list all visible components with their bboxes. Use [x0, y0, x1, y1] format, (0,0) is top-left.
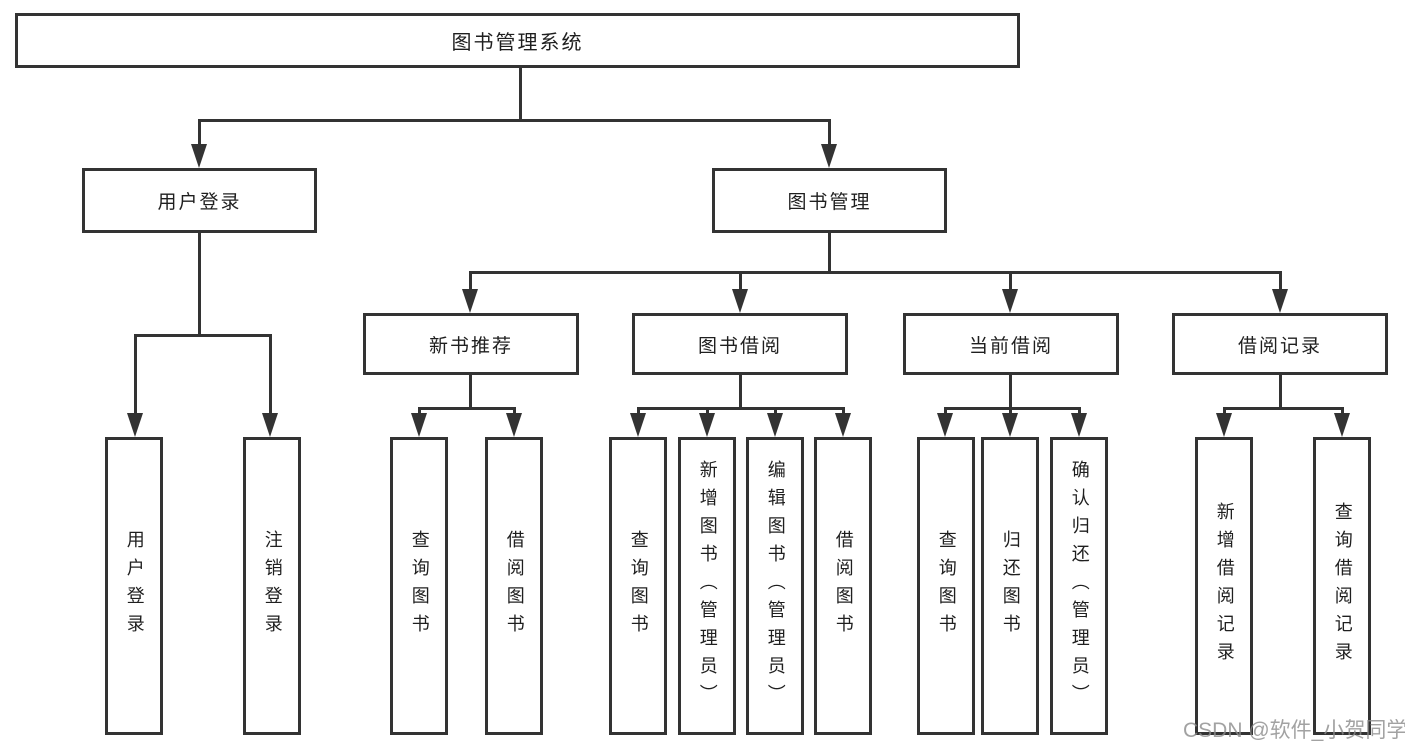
arrow-down-icon	[1216, 413, 1232, 437]
node-label: 查询图书	[936, 530, 957, 642]
arrow-down-icon	[1071, 413, 1087, 437]
connector-vline	[1278, 375, 1282, 408]
node-book-management: 图书管理	[712, 168, 947, 233]
connector-vline	[1340, 408, 1344, 416]
node-label: 编辑图书（管理员）	[765, 460, 786, 712]
connector-vline	[738, 375, 742, 409]
connector-vline	[1222, 408, 1226, 416]
connector-hline	[197, 118, 831, 122]
connector-vline	[1008, 408, 1012, 416]
arrow-down-icon	[1002, 289, 1018, 313]
watermark: CSDN @软件_小贺同学	[1183, 719, 1405, 742]
node-current-borrowing: 当前借阅	[903, 313, 1119, 375]
connector-vline	[1077, 408, 1081, 416]
arrow-down-icon	[506, 413, 522, 437]
node-label: 借阅记录	[1237, 335, 1322, 357]
connector-vline	[268, 335, 272, 416]
connector-vline	[841, 408, 845, 416]
connector-vline	[468, 272, 472, 292]
connector-vline	[943, 408, 947, 416]
leaf-confirm-return-admin: 确认归还（管理员）	[1050, 437, 1108, 735]
leaf-borrow-books-recommend: 借阅图书	[485, 437, 543, 735]
leaf-query-borrow-record: 查询借阅记录	[1313, 437, 1371, 735]
connector-vline	[1278, 272, 1282, 292]
connector-vline	[705, 408, 709, 416]
connector-hline	[133, 333, 272, 337]
arrow-down-icon	[1272, 289, 1288, 313]
leaf-query-books-current: 查询图书	[917, 437, 975, 735]
leaf-add-borrow-record: 新增借阅记录	[1195, 437, 1253, 735]
node-label: 用户登录	[157, 192, 242, 213]
arrow-down-icon	[191, 144, 207, 168]
arrow-down-icon	[732, 289, 748, 313]
node-label: 查询图书	[628, 530, 649, 642]
arrow-down-icon	[262, 413, 278, 437]
node-label: 新书推荐	[428, 335, 513, 357]
connector-vline	[827, 120, 831, 148]
arrow-down-icon	[699, 413, 715, 437]
connector-hline	[468, 270, 1282, 274]
arrow-down-icon	[1002, 413, 1018, 437]
leaf-user-login: 用户登录	[105, 437, 163, 735]
connector-hline	[943, 406, 1081, 410]
arrow-down-icon	[411, 413, 427, 437]
node-borrowing-records: 借阅记录	[1172, 313, 1388, 375]
leaf-borrow-books-borrowing: 借阅图书	[814, 437, 872, 735]
node-label: 借阅图书	[504, 530, 525, 642]
connector-vline	[827, 233, 831, 273]
arrow-down-icon	[1334, 413, 1350, 437]
connector-vline	[512, 408, 516, 416]
connector-vline	[417, 408, 421, 416]
node-user-login: 用户登录	[82, 168, 317, 233]
node-label: 当前借阅	[968, 335, 1053, 357]
node-label: 新增图书（管理员）	[697, 460, 718, 712]
leaf-return-books: 归还图书	[981, 437, 1039, 735]
node-label: 新增借阅记录	[1214, 502, 1235, 670]
node-label: 归还图书	[1000, 530, 1021, 642]
node-label: 图书借阅	[697, 335, 782, 357]
connector-hline	[636, 406, 845, 410]
connector-vline	[636, 408, 640, 416]
arrow-down-icon	[767, 413, 783, 437]
connector-vline	[1008, 375, 1012, 409]
node-label: 图书管理系统	[451, 32, 584, 54]
connector-vline	[773, 408, 777, 416]
leaf-edit-books-admin: 编辑图书（管理员）	[746, 437, 804, 735]
connector-vline	[1008, 272, 1012, 292]
node-label: 用户登录	[124, 530, 145, 642]
connector-vline	[518, 68, 522, 121]
node-label: 查询图书	[409, 530, 430, 642]
connector-hline	[1222, 406, 1344, 410]
node-book-borrowing: 图书借阅	[632, 313, 848, 375]
arrow-down-icon	[835, 413, 851, 437]
connector-vline	[197, 233, 201, 336]
node-label: 确认归还（管理员）	[1069, 460, 1090, 712]
leaf-query-books-borrowing: 查询图书	[609, 437, 667, 735]
arrow-down-icon	[630, 413, 646, 437]
arrow-down-icon	[937, 413, 953, 437]
leaf-query-books-recommend: 查询图书	[390, 437, 448, 735]
leaf-add-books-admin: 新增图书（管理员）	[678, 437, 736, 735]
connector-vline	[197, 120, 201, 148]
arrow-down-icon	[821, 144, 837, 168]
node-label: 借阅图书	[833, 530, 854, 642]
node-new-book-recommendation: 新书推荐	[363, 313, 579, 375]
node-label: 注销登录	[262, 530, 283, 642]
connector-hline	[417, 406, 516, 410]
connector-vline	[738, 272, 742, 292]
leaf-logout: 注销登录	[243, 437, 301, 735]
node-label: 查询借阅记录	[1332, 502, 1353, 670]
node-library-management-system: 图书管理系统	[15, 13, 1020, 68]
node-label: 图书管理	[787, 192, 872, 213]
connector-vline	[133, 335, 137, 416]
arrow-down-icon	[127, 413, 143, 437]
arrow-down-icon	[462, 289, 478, 313]
connector-vline	[468, 375, 472, 409]
